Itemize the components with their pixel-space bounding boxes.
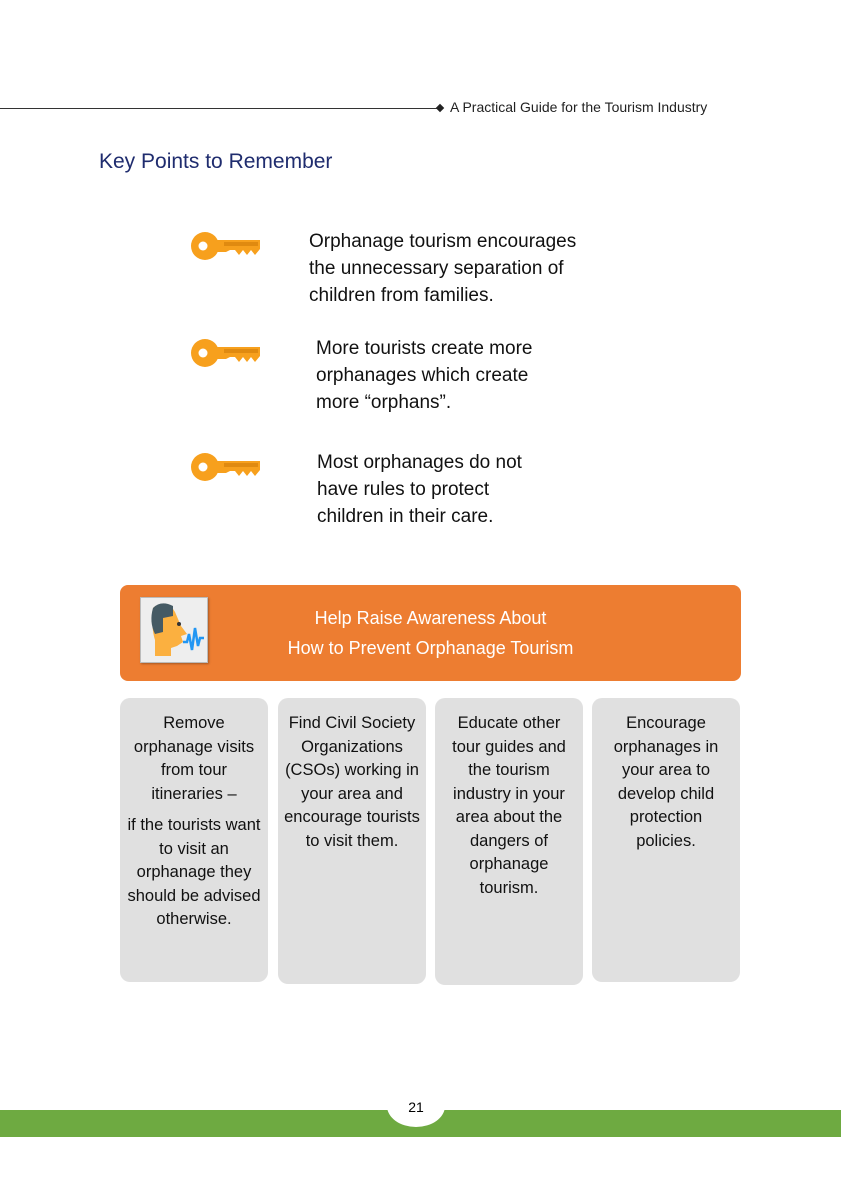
- page-number-tab: [387, 1085, 445, 1127]
- key-point-line: the unnecessary separation of: [309, 258, 564, 279]
- tip-text: if the tourists want to visit an orphana…: [127, 816, 261, 928]
- key-point-line: children from families.: [309, 285, 494, 306]
- speaking-person-icon: [140, 597, 208, 663]
- running-header: A Practical Guide for the Tourism Indust…: [450, 99, 708, 115]
- key-point-line: orphanages which create: [316, 365, 529, 386]
- key-point: More tourists create more orphanages whic…: [316, 335, 532, 416]
- page-number: 21: [408, 1099, 424, 1115]
- key-icon: [190, 336, 262, 370]
- tip-card: Find Civil Society Organizations (CSOs) …: [278, 698, 426, 984]
- key-point-line: Most orphanages do not: [317, 452, 522, 473]
- awareness-banner: Help Raise Awareness About How to Preven…: [120, 585, 741, 681]
- diamond-bullet-icon: [435, 103, 445, 113]
- key-point-line: More tourists create more: [316, 338, 533, 359]
- tip-text: Remove orphanage visits from tour itiner…: [133, 714, 255, 803]
- tip-text: Encourage orphanages in your area to dev…: [613, 714, 719, 850]
- key-point: Orphanage tourism encourages the unnecess…: [309, 228, 576, 309]
- key-point: Most orphanages do not have rules to prot…: [317, 449, 522, 530]
- section-title: Key Points to Remember: [99, 150, 333, 173]
- key-icon: [190, 450, 262, 484]
- banner-heading-line2: How to Prevent Orphanage Tourism: [287, 638, 574, 658]
- key-point-line: Orphanage tourism encourages: [309, 231, 577, 252]
- tip-card: Encourage orphanages in your area to dev…: [592, 698, 740, 982]
- key-point-line: more “orphans”.: [316, 392, 452, 413]
- header-rule: [0, 108, 437, 109]
- tip-text: Educate other tour guides and the touris…: [452, 714, 566, 897]
- tip-card: Educate other tour guides and the touris…: [435, 698, 583, 985]
- key-point-line: have rules to protect: [317, 479, 490, 500]
- key-point-line: children in their care.: [317, 506, 494, 527]
- key-icon: [190, 229, 262, 263]
- tip-text: Find Civil Society Organizations (CSOs) …: [284, 714, 420, 850]
- banner-heading-line1: Help Raise Awareness About: [314, 608, 547, 628]
- tip-card: Remove orphanage visits from tour itiner…: [120, 698, 268, 982]
